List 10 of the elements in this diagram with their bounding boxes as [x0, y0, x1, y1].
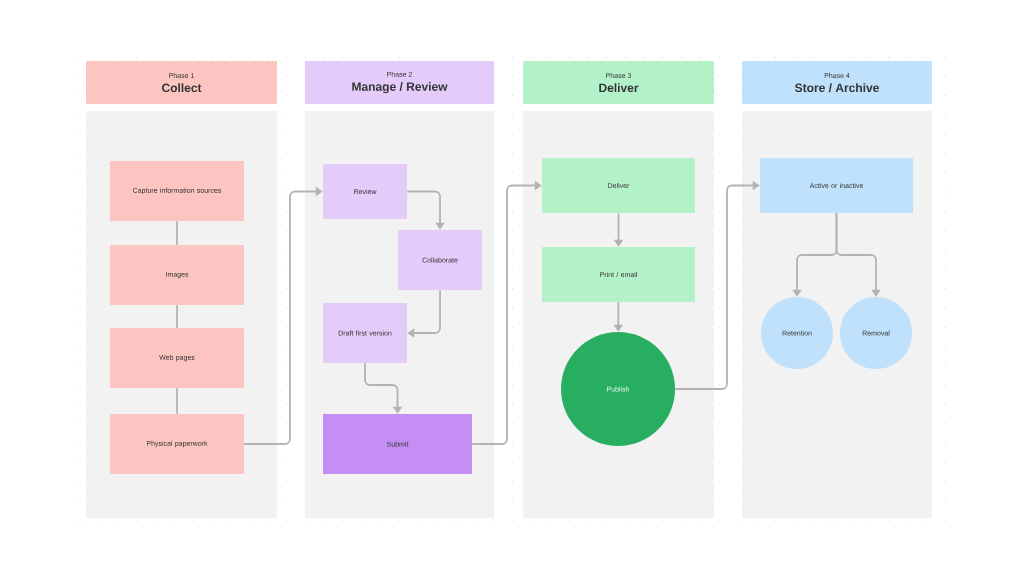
arrow	[406, 190, 445, 230]
arrow	[407, 289, 441, 338]
arrow	[674, 180, 760, 390]
arrow	[243, 186, 323, 445]
arrow	[471, 180, 542, 445]
connector-line	[176, 220, 178, 246]
connector-line	[176, 304, 178, 329]
connector-line	[176, 387, 178, 415]
arrow	[835, 212, 881, 297]
arrow	[364, 362, 403, 414]
